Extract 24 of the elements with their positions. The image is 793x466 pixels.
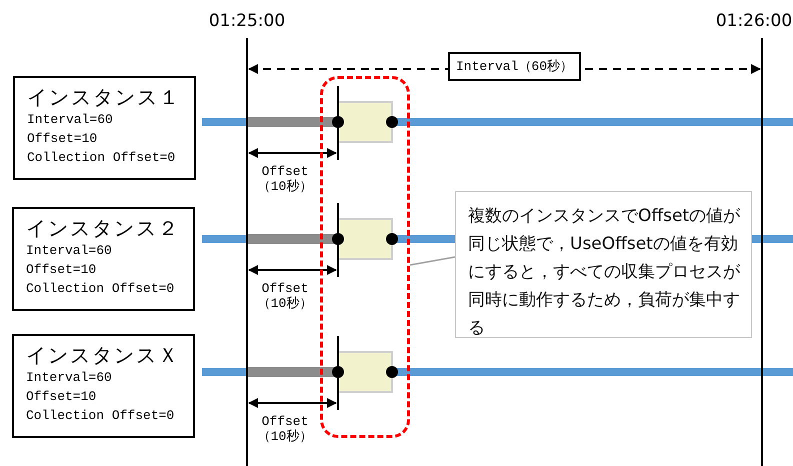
time-label: 01:25:00: [208, 11, 286, 31]
time-label: 01:26:00: [714, 11, 793, 31]
parameter-text: Interval=60: [26, 242, 113, 260]
instance-box: [12, 207, 195, 311]
parameter-text: Offset=10: [27, 130, 98, 148]
offset-label: Offset （10秒）: [256, 164, 314, 194]
offset-label: Offset （10秒）: [256, 414, 314, 444]
instance-box: [12, 334, 195, 438]
parameter-text: Collection Offset=0: [26, 407, 176, 425]
callout-text: 複数のインスタンスでOffsetの値が同じ状態で，UseOffsetの値を有効にすると，すべての収集プロセスが同時に動作するため，負荷が集中する: [468, 205, 741, 340]
parameter-text: Interval=60: [27, 111, 114, 129]
callout-box: [455, 191, 752, 338]
parameter-text: Collection Offset=0: [26, 280, 176, 298]
parameter-text: Offset=10: [26, 261, 98, 279]
instance-box: [13, 76, 196, 180]
instance-title: インスタンスＸ: [26, 342, 181, 368]
offset-label: Offset （10秒）: [256, 281, 314, 311]
parameter-text: Collection Offset=0: [27, 149, 176, 167]
instance-title: インスタンス１: [27, 84, 182, 110]
parameter-text: Offset=10: [26, 388, 98, 406]
instance-title: インスタンス２: [26, 215, 181, 241]
highlight-frame: [320, 76, 410, 438]
parameter-text: Interval=60: [26, 369, 113, 387]
interval-label: Interval（60秒）: [448, 52, 582, 81]
